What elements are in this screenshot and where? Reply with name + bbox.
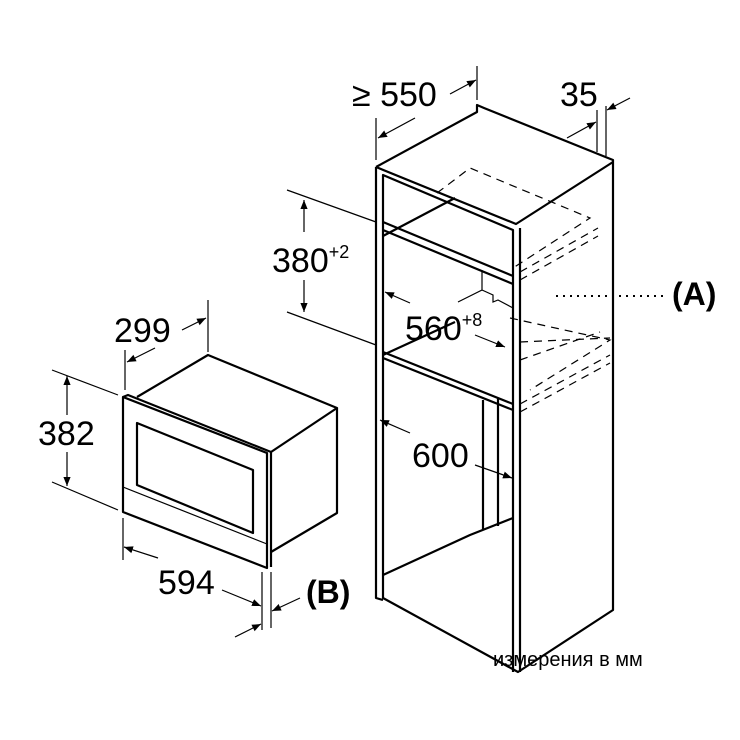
niche-depth-label: ≥ 550 <box>352 76 437 114</box>
device-height-label: 382 <box>38 415 95 453</box>
niche-width-label: 560+8 <box>405 310 482 348</box>
cabinet-offset-label: 35 <box>560 76 598 114</box>
device-width-label: 594 <box>158 564 215 602</box>
microwave-oven <box>121 353 339 570</box>
units-note: измерения в мм <box>493 649 643 671</box>
tall-cabinet <box>374 103 615 674</box>
label-b: (B) <box>306 574 350 610</box>
device-depth-label: 299 <box>114 312 171 350</box>
niche-height-label: 380+2 <box>272 242 349 280</box>
dimension-lines <box>51 66 668 638</box>
label-a: (A) <box>672 276 716 312</box>
cabinet-width-label: 600 <box>412 437 469 475</box>
